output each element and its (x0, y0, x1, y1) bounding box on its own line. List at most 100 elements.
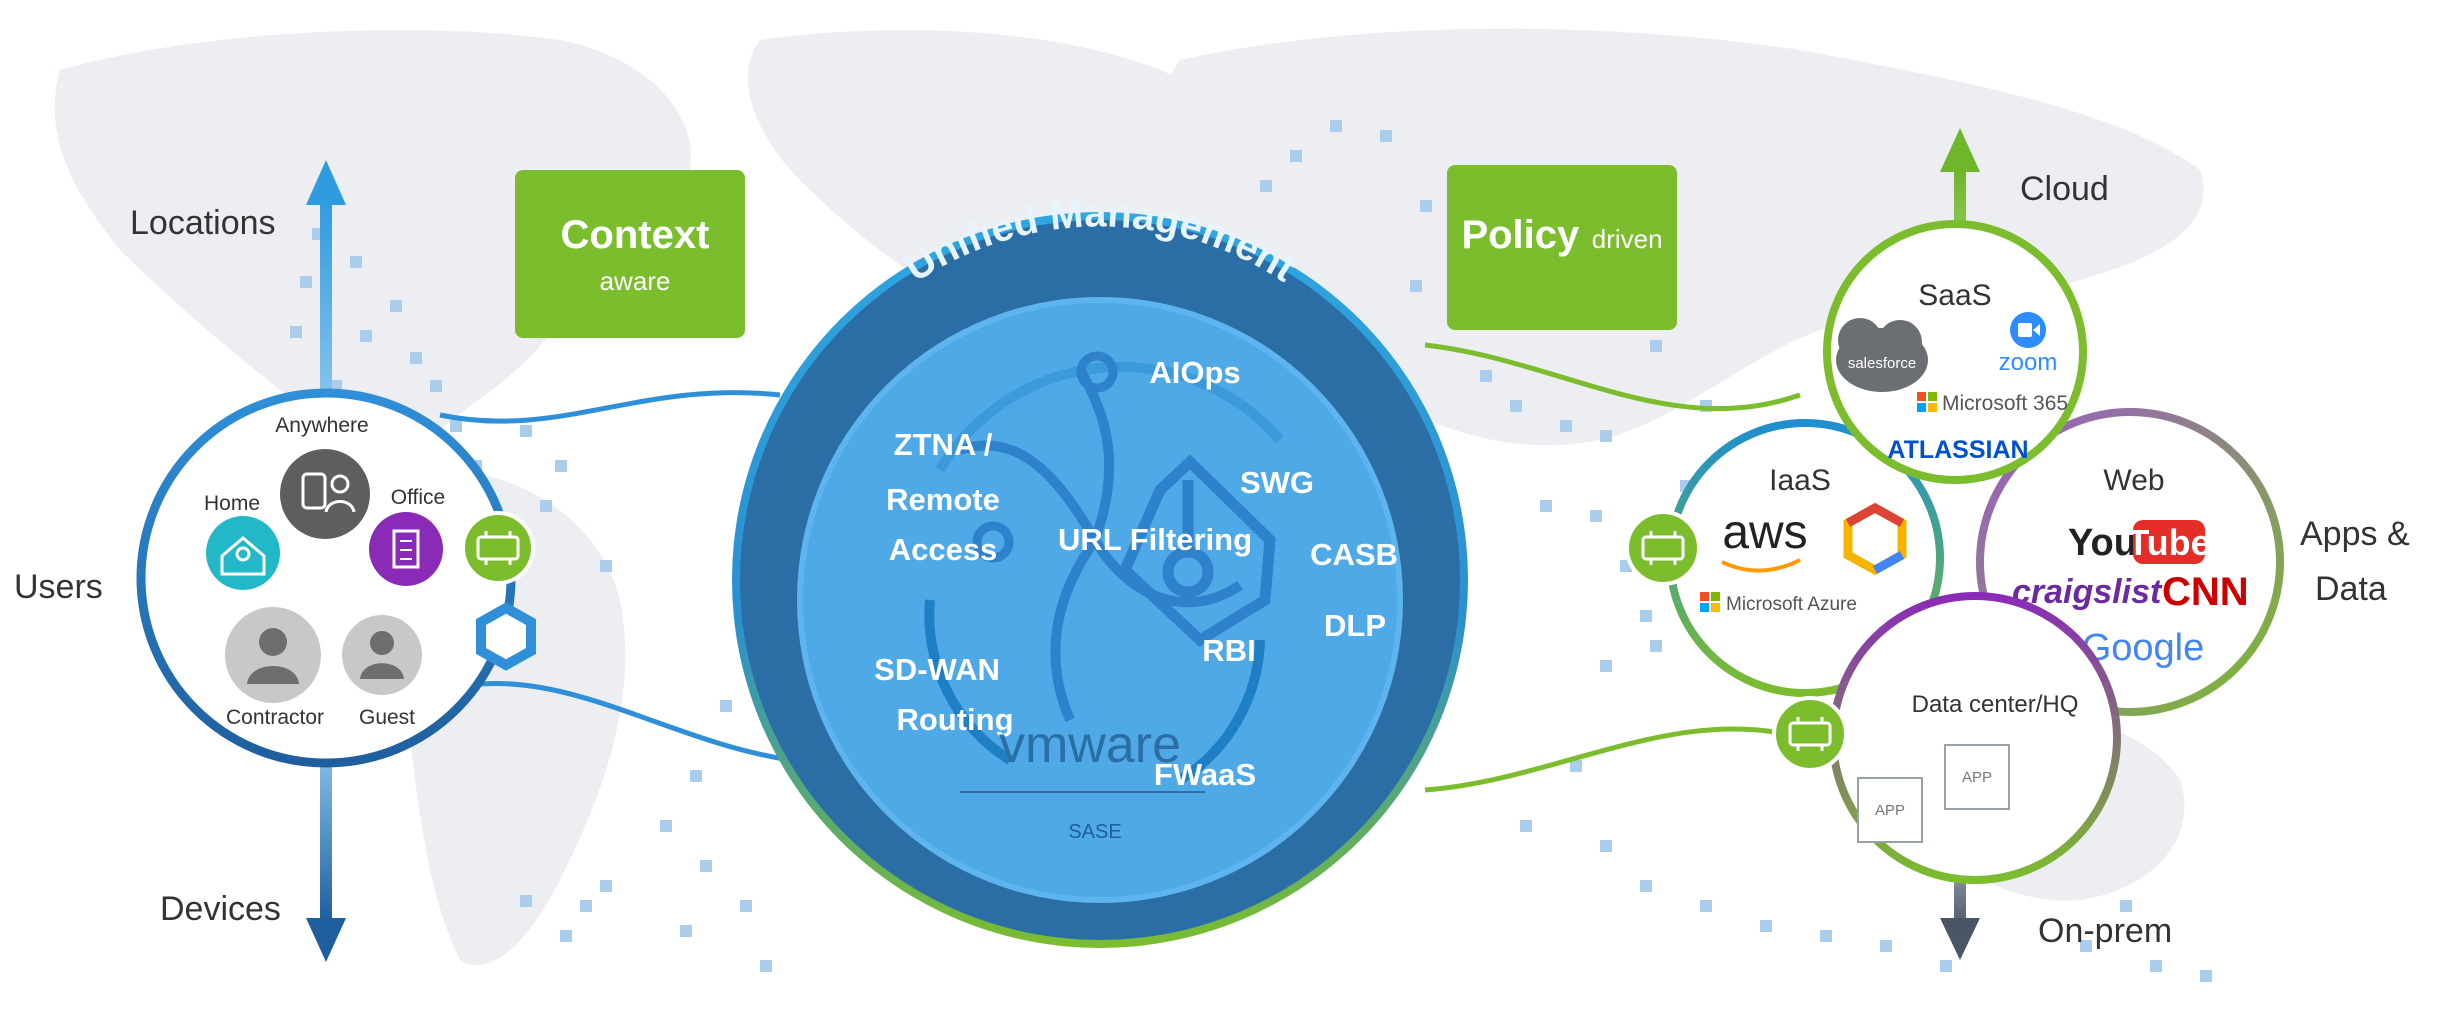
map-dot (760, 960, 772, 972)
map-dot (600, 880, 612, 892)
anywhere-label: Anywhere (275, 414, 368, 437)
devices-arrow (306, 745, 346, 962)
sase-label: SASE (1068, 821, 1121, 843)
map-dot (560, 930, 572, 942)
casb-label: CASB (1310, 537, 1398, 572)
zoom-logo: zoom (1999, 312, 2058, 376)
globe-graphic (924, 361, 1284, 785)
map-dot (1290, 150, 1302, 162)
ztna-label-1: ZTNA / (894, 427, 993, 462)
on-prem-label: On-prem (2038, 912, 2172, 950)
cloud-label: Cloud (2020, 170, 2109, 208)
aiops-node-icon (1076, 351, 1118, 393)
map-dot (1650, 340, 1662, 352)
map-dot (360, 330, 372, 342)
map-dot (1260, 180, 1272, 192)
sdwan-label-2: Routing (896, 702, 1013, 737)
client-hexagon-icon (476, 602, 536, 671)
apps-label-1: Apps & (2300, 515, 2410, 553)
map-dot (555, 460, 567, 472)
map-dot (1480, 370, 1492, 382)
google-cloud-icon (1843, 502, 1907, 576)
policy-main: Policy (1461, 213, 1580, 257)
map-dot (1600, 430, 1612, 442)
saas-circle: SaaS salesforce zoom Microsoft 365 ATLAS… (1823, 220, 2087, 484)
youtube-tube: Tube (2127, 522, 2210, 563)
map-dot (390, 300, 402, 312)
map-dot (1820, 930, 1832, 942)
map-dot (1520, 820, 1532, 832)
map-dot (1380, 130, 1392, 142)
iaas-title: IaaS (1769, 464, 1831, 497)
map-dot (1650, 640, 1662, 652)
map-dot (2120, 900, 2132, 912)
sdwan-label-1: SD-WAN (874, 652, 1000, 687)
home-icon (206, 516, 280, 590)
map-dot (2200, 970, 2212, 982)
users-circle: Anywhere Home Office Contractor (136, 388, 516, 768)
anywhere-icon (280, 449, 370, 539)
zoom-label: zoom (1999, 349, 2058, 376)
swg-label: SWG (1240, 465, 1314, 500)
map-dot (410, 352, 422, 364)
map-dot (350, 256, 362, 268)
microsoft-azure-logo: Microsoft Azure (1700, 592, 1857, 615)
youtube-logo: You Tube (2068, 520, 2211, 564)
map-dot (700, 860, 712, 872)
map-dot (2080, 940, 2092, 952)
map-dot (720, 700, 732, 712)
context-label: Context (561, 213, 710, 257)
map-dot (1880, 940, 1892, 952)
connection-lines (439, 342, 1811, 793)
policy-label: Policy driven (1461, 213, 1662, 257)
map-dot (520, 425, 532, 437)
aws-smile-icon (1721, 558, 1801, 573)
guest-label: Guest (359, 706, 415, 729)
users-label: Users (14, 568, 103, 606)
app-box-2: APP (1944, 744, 2010, 810)
map-dot (1760, 920, 1772, 932)
microsoft-365-logo: Microsoft 365 (1917, 392, 2068, 415)
salesforce-logo: salesforce (1836, 318, 1928, 392)
map-dot (290, 326, 302, 338)
devices-label: Devices (160, 890, 281, 928)
map-dot (1640, 880, 1652, 892)
url-filter-tag-icon (1118, 454, 1276, 647)
policy-driven-badge: Policy driven (1447, 165, 1677, 330)
contractor-icon (225, 607, 321, 703)
map-dot (1420, 200, 1432, 212)
map-dot (1940, 960, 1952, 972)
azure-label: Microsoft Azure (1726, 594, 1857, 615)
aws-logo: aws (1722, 506, 1807, 559)
web-title: Web (2103, 464, 2164, 497)
atlassian-logo: ATLASSIAN (1887, 436, 2028, 464)
dc-edge-device-icon (1772, 696, 1848, 772)
map-dot (580, 900, 592, 912)
data-center-circle: Data center/HQ APP APP (1829, 592, 2121, 884)
map-dot (1600, 840, 1612, 852)
map-dot (430, 380, 442, 392)
context-aware-badge: Context aware (515, 170, 745, 338)
dlp-label: DLP (1324, 608, 1386, 643)
map-dot (520, 895, 532, 907)
locations-arrow (306, 160, 346, 410)
map-dot (450, 420, 462, 432)
context-sub-label: aware (600, 266, 671, 296)
map-dot (1570, 760, 1582, 772)
edge-device-icon (461, 511, 535, 585)
home-label: Home (204, 492, 260, 515)
cnn-logo: CNN (2162, 570, 2249, 614)
app-box-1: APP (1857, 777, 1923, 843)
map-dot (1330, 120, 1342, 132)
iaas-edge-device-icon (1625, 510, 1701, 586)
map-dot (680, 925, 692, 937)
office-label: Office (391, 486, 445, 509)
saas-title: SaaS (1918, 279, 1991, 312)
map-dot (2150, 960, 2162, 972)
map-dot (1590, 510, 1602, 522)
apps-label-2: Data (2315, 570, 2387, 608)
app-label-1: APP (1875, 802, 1905, 819)
location-dots (290, 120, 2212, 982)
